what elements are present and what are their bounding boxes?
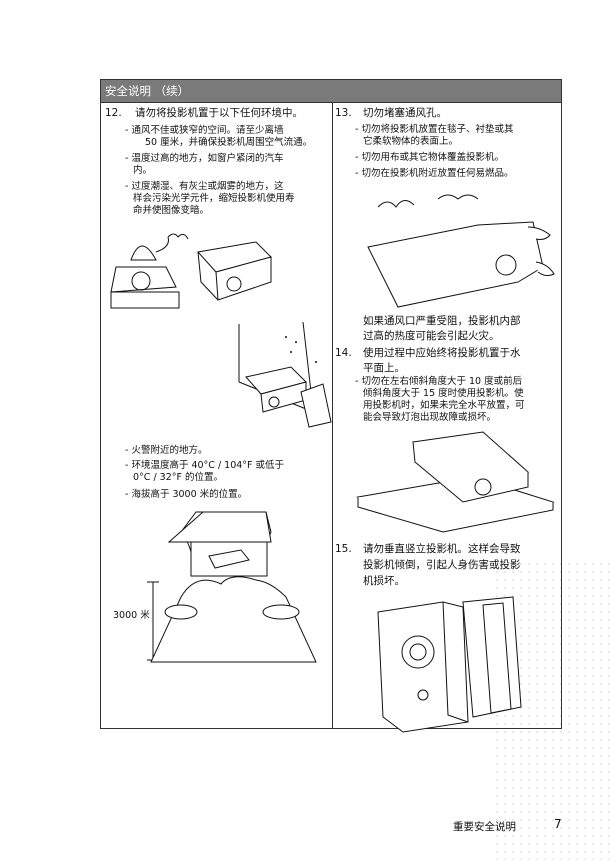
- item-title-line: 使用过程中应始终将投影机置于水: [363, 347, 521, 359]
- bullet-line: 它柔软物体的表面上。: [363, 136, 459, 147]
- vertical-projector-illustration: [377, 596, 522, 733]
- bullet-line: - 切勿将投影机放置在毯子、衬垫或其: [355, 124, 514, 135]
- bullet-line: - 温度过高的地方，如窗户紧闭的汽车: [125, 153, 284, 164]
- high-altitude-illustration: [147, 511, 317, 663]
- item-title-line: 机损坏。: [363, 575, 405, 587]
- bullet-line: - 通风不佳或狭窄的空间。请至少离墙: [125, 125, 284, 136]
- item-number: 14.: [335, 347, 352, 359]
- left-column: 12. 请勿将投影机置于以下任何环境中。 - 通风不佳或狭窄的空间。请至少离墙 …: [101, 102, 332, 728]
- safety-table: 安全说明 （续） 12. 请勿将投影机置于以下任何环境中。 - 通风不佳或狭窄的…: [100, 79, 563, 733]
- bullet-line: 内。: [133, 165, 153, 176]
- bullet-line: - 切勿在投影机附近放置任何易燃品。: [355, 168, 514, 179]
- tilted-projector-illustration: [356, 431, 555, 533]
- caption-line: 如果通风口严重受阻，投影机内部: [363, 315, 521, 327]
- caption-line: 过高的热度可能会引起火灾。: [363, 330, 500, 342]
- item-title-line: 请勿垂直竖立投影机。这样会导致: [363, 543, 521, 555]
- page-number: 7: [554, 817, 562, 831]
- altitude-label: 3000 米: [113, 610, 150, 621]
- bullet-line: - 海拔高于 3000 米的位置。: [125, 489, 248, 500]
- item-number: 13.: [335, 107, 352, 119]
- bullet-line: 用投影机时，如果未完全水平放置，可: [363, 400, 525, 411]
- item-title-line: 平面上。: [363, 362, 405, 374]
- bullet-line: - 切勿在左右倾斜角度大于 10 度或前后: [355, 376, 523, 387]
- item-title: 切勿堵塞通风孔。: [363, 107, 447, 119]
- item-title-line: 投影机倾倒，引起人身伤害或投影: [363, 559, 521, 571]
- bullet-line: - 过度潮湿、有灰尘或烟雾的地方，这: [125, 181, 284, 192]
- bullet-line: 命并使图像变暗。: [133, 205, 210, 216]
- bullet-line: 0°C / 32°F 的位置。: [133, 472, 223, 483]
- footer-section-title: 重要安全说明: [453, 821, 516, 833]
- bullet-line: - 切勿用布或其它物体覆盖投影机。: [355, 152, 504, 163]
- bullet-line: 倾斜角度大于 15 度时使用投影机。使: [363, 388, 524, 399]
- column-divider: [332, 102, 333, 728]
- bullet-line: 50 厘米，并确保投影机周围空气流通。: [145, 137, 313, 148]
- dusty-environment-illustration: [238, 321, 332, 428]
- bullet-line: 样会污染光学元件，缩短投影机使用寿: [133, 193, 295, 204]
- bullet-line: - 环境温度高于 40°C / 104°F 或低于: [125, 460, 285, 471]
- item-number: 15.: [335, 543, 352, 555]
- bullet-line: 能会导致灯泡出现故障或损坏。: [363, 412, 497, 423]
- blocked-vent-illustration: [367, 194, 555, 308]
- item-number: 12.: [105, 107, 122, 119]
- item-title: 请勿将投影机置于以下任何环境中。: [135, 107, 303, 119]
- table-header: 安全说明 （续）: [101, 80, 561, 103]
- heat-source-illustration: [110, 233, 272, 309]
- bullet-line: - 火警附近的地方。: [125, 445, 208, 456]
- right-column: 13. 切勿堵塞通风孔。 - 切勿将投影机放置在毯子、衬垫或其 它柔软物体的表面…: [333, 102, 563, 733]
